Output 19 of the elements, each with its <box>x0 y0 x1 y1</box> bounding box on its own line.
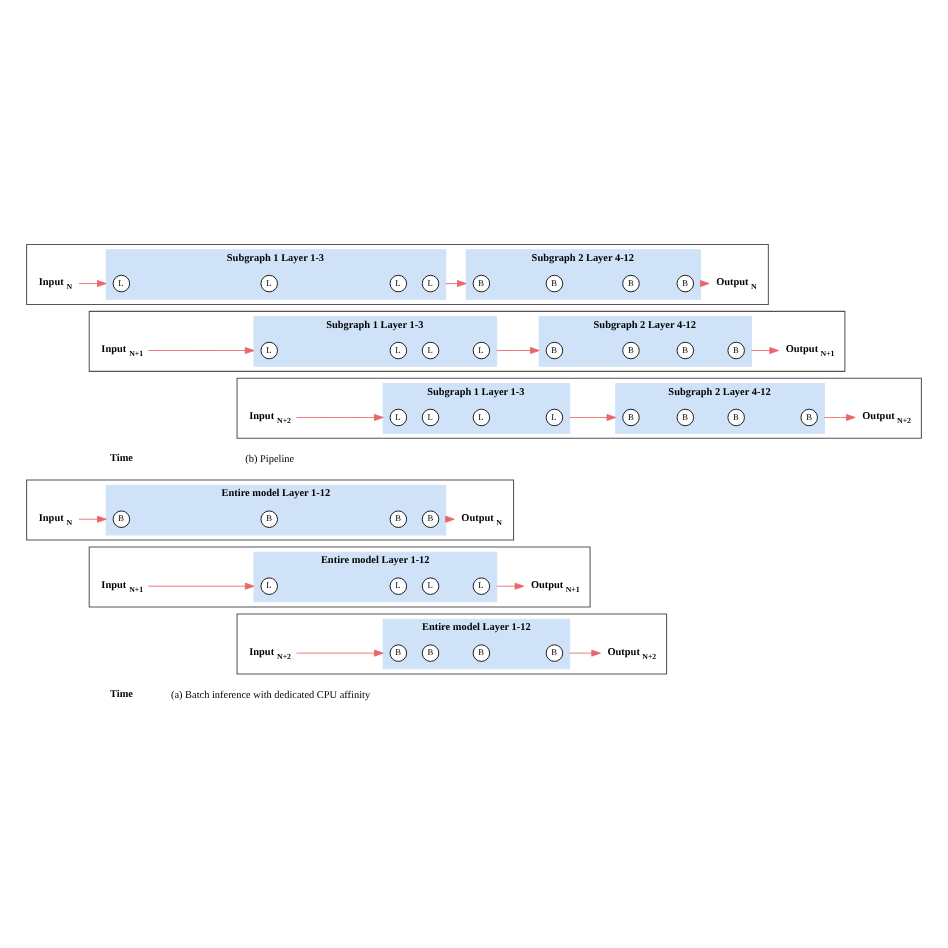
arrow <box>296 649 384 657</box>
cluster <box>26 479 515 541</box>
arrow <box>496 582 525 590</box>
cluster <box>88 546 591 608</box>
arrow <box>824 414 856 421</box>
cluster <box>236 613 668 675</box>
cluster <box>236 377 922 439</box>
arrow <box>147 347 255 354</box>
arrow <box>78 515 107 523</box>
cluster <box>26 243 769 305</box>
arrow <box>750 347 779 354</box>
cluster <box>88 310 846 372</box>
arrow <box>147 582 255 590</box>
arrow <box>296 414 384 421</box>
arrow <box>78 280 107 288</box>
arrow <box>569 649 601 657</box>
arrow <box>445 280 467 288</box>
arrow <box>569 414 617 421</box>
arrow <box>496 347 540 354</box>
